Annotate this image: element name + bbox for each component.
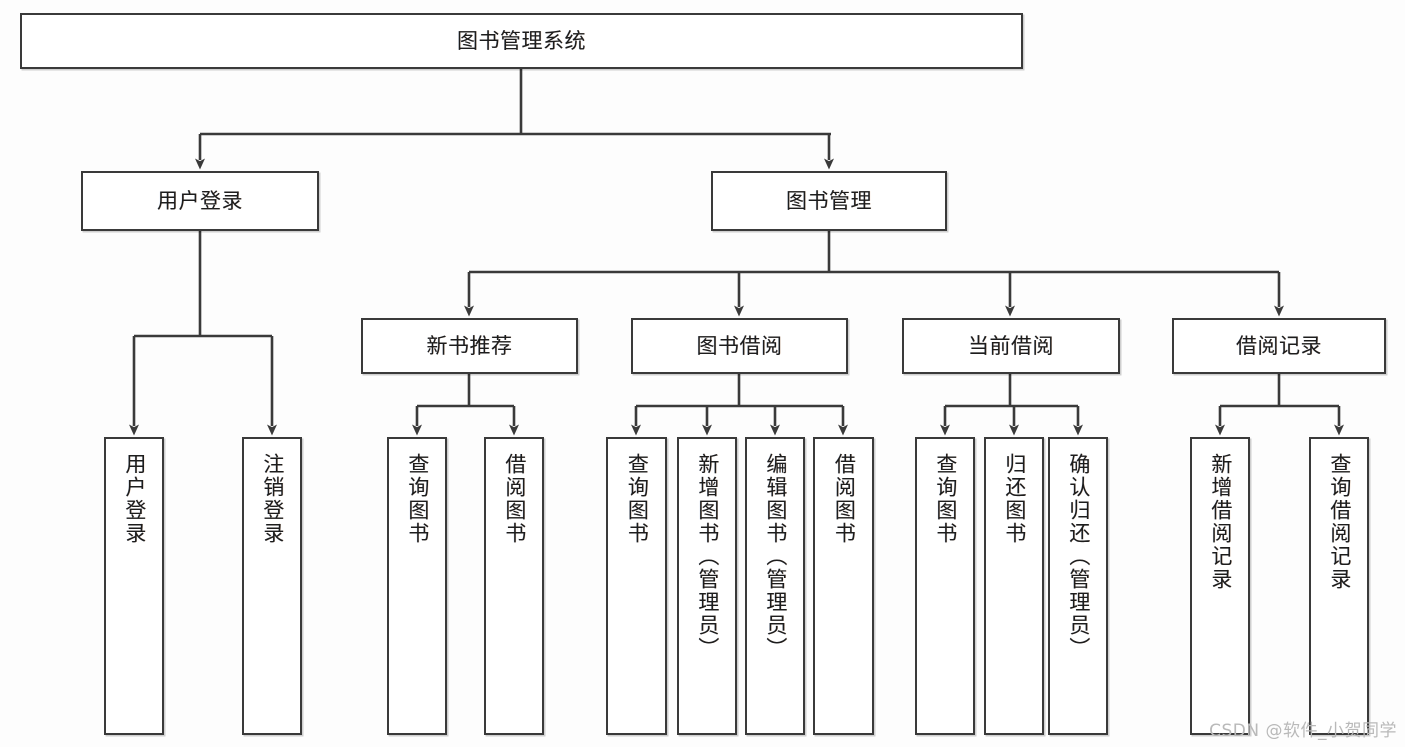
node-book-manage[interactable]: 图书管理 [711, 171, 947, 231]
node-leaf-borrow-book-1-label: 借阅图书 [502, 453, 527, 545]
node-leaf-add-book-label: 新增图书（管理员） [695, 453, 720, 660]
node-current-borrow[interactable]: 当前借阅 [902, 318, 1120, 374]
watermark: CSDN @软件_小贺同学 [1209, 721, 1397, 741]
node-leaf-add-record-label: 新增借阅记录 [1208, 453, 1233, 591]
node-leaf-user-logout[interactable]: 注销登录 [242, 437, 302, 735]
node-leaf-query-book-1-label: 查询图书 [405, 453, 430, 545]
node-leaf-borrow-book-1[interactable]: 借阅图书 [484, 437, 544, 735]
node-book-borrow[interactable]: 图书借阅 [631, 318, 848, 374]
node-leaf-query-book-1[interactable]: 查询图书 [387, 437, 447, 735]
node-leaf-edit-book[interactable]: 编辑图书（管理员） [745, 437, 805, 735]
node-leaf-confirm-return[interactable]: 确认归还（管理员） [1048, 437, 1108, 735]
node-borrow-record-label: 借阅记录 [1236, 333, 1322, 358]
node-leaf-borrow-book-2[interactable]: 借阅图书 [813, 437, 874, 735]
node-borrow-record[interactable]: 借阅记录 [1172, 318, 1386, 374]
node-leaf-query-book-2[interactable]: 查询图书 [606, 437, 667, 735]
node-root[interactable]: 图书管理系统 [20, 13, 1023, 69]
node-leaf-user-login[interactable]: 用户登录 [104, 437, 164, 735]
node-leaf-return-book-label: 归还图书 [1002, 453, 1027, 545]
node-leaf-confirm-return-label: 确认归还（管理员） [1066, 453, 1091, 660]
node-leaf-query-record-label: 查询借阅记录 [1327, 453, 1352, 591]
node-user-login-label: 用户登录 [157, 188, 243, 213]
node-current-borrow-label: 当前借阅 [968, 333, 1054, 358]
node-leaf-edit-book-label: 编辑图书（管理员） [763, 453, 788, 660]
node-user-login[interactable]: 用户登录 [81, 171, 319, 231]
node-leaf-user-login-label: 用户登录 [122, 453, 147, 545]
node-leaf-query-record[interactable]: 查询借阅记录 [1309, 437, 1369, 735]
node-root-label: 图书管理系统 [457, 28, 586, 53]
node-new-book-recommend[interactable]: 新书推荐 [361, 318, 578, 374]
node-leaf-user-logout-label: 注销登录 [260, 453, 285, 545]
node-leaf-query-book-3-label: 查询图书 [933, 453, 958, 545]
node-leaf-query-book-2-label: 查询图书 [625, 453, 650, 545]
node-leaf-add-book[interactable]: 新增图书（管理员） [677, 437, 737, 735]
node-book-manage-label: 图书管理 [786, 188, 872, 213]
node-leaf-borrow-book-2-label: 借阅图书 [832, 453, 857, 545]
node-leaf-add-record[interactable]: 新增借阅记录 [1190, 437, 1250, 735]
node-leaf-return-book[interactable]: 归还图书 [984, 437, 1044, 735]
node-new-book-recommend-label: 新书推荐 [426, 333, 513, 358]
node-leaf-query-book-3[interactable]: 查询图书 [915, 437, 975, 735]
node-book-borrow-label: 图书借阅 [696, 333, 783, 358]
